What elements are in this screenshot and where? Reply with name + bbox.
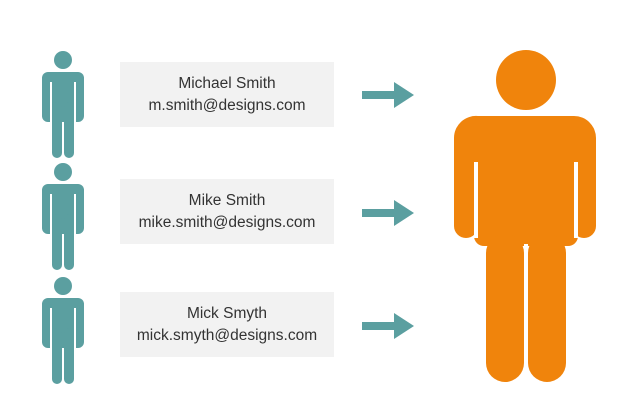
arrow-right-icon (362, 200, 414, 226)
arrow-right-icon (362, 313, 414, 339)
record-card: Michael Smith m.smith@designs.com (120, 62, 334, 127)
record-email: mike.smith@designs.com (138, 213, 316, 231)
record-card: Mick Smyth mick.smyth@designs.com (120, 292, 334, 357)
record-row-2: Mike Smith mike.smith@designs.com (0, 162, 633, 282)
record-row-3: Mick Smyth mick.smyth@designs.com (0, 276, 633, 396)
arrow-right-icon (362, 82, 414, 108)
person-icon (42, 163, 84, 270)
record-email: mick.smyth@designs.com (136, 326, 318, 344)
record-email: m.smith@designs.com (148, 96, 306, 114)
record-name: Mick Smyth (186, 304, 268, 322)
record-card: Mike Smith mike.smith@designs.com (120, 179, 334, 244)
person-icon (42, 51, 84, 158)
record-name: Michael Smith (178, 74, 276, 92)
record-row-1: Michael Smith m.smith@designs.com (0, 50, 633, 170)
record-name: Mike Smith (188, 191, 266, 209)
merged-person-icon (453, 50, 596, 382)
person-icon (42, 277, 84, 384)
